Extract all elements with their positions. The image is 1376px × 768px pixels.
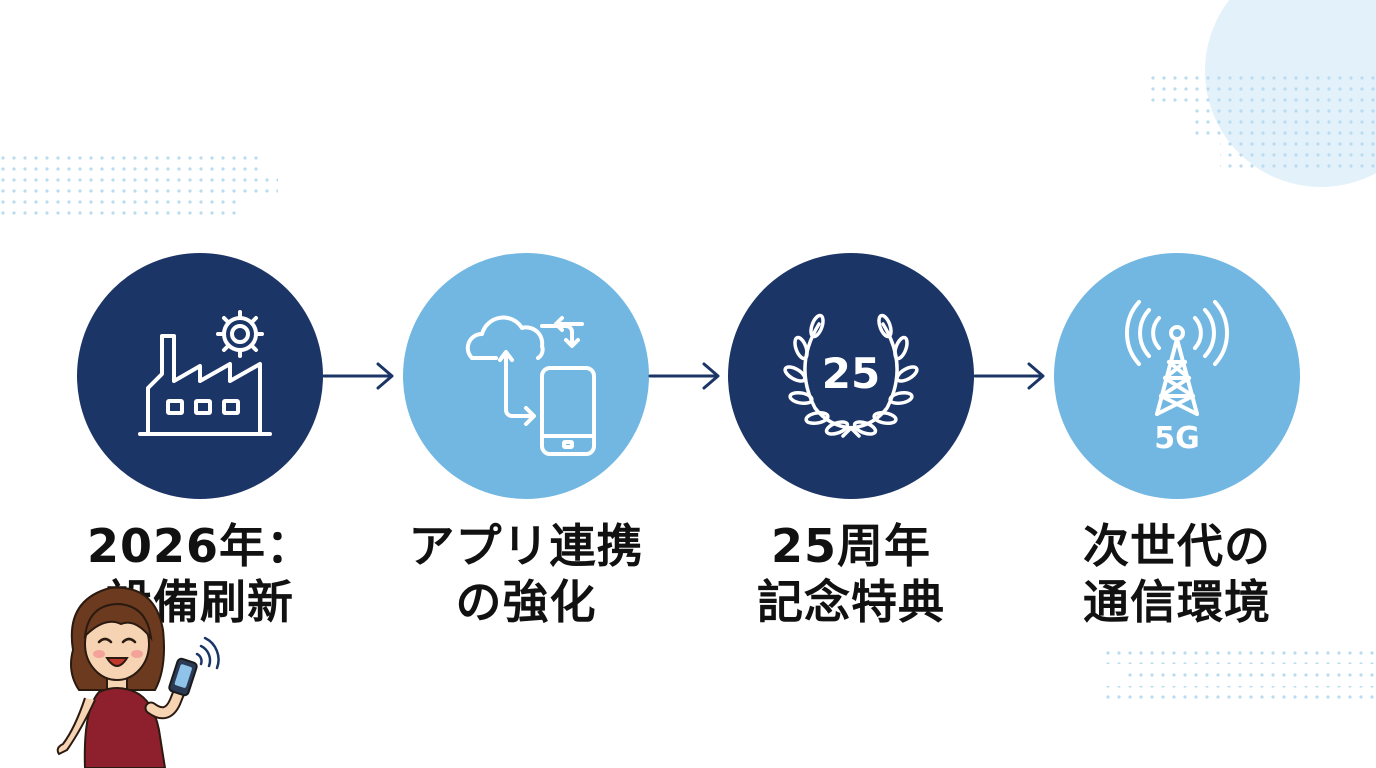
step-circle-1 [77, 253, 323, 499]
arrow-icon [322, 362, 394, 390]
step-label-4: 次世代の 通信環境 [1083, 519, 1271, 629]
5g-tower-icon: 5G [1125, 300, 1229, 456]
woman-with-phone-icon [56, 586, 220, 768]
step-circle-2 [403, 253, 649, 499]
step-circle-3: 25 [728, 253, 974, 499]
laurel-wreath-icon: 25 [783, 313, 919, 438]
cloud-phone-sync-icon [465, 315, 596, 456]
step-label-2: アプリ連携 の強化 [408, 519, 644, 629]
step-label-3: 25周年 記念特典 [757, 519, 945, 629]
5g-badge: 5G [1154, 421, 1200, 456]
factory-gear-icon [138, 310, 272, 436]
anniversary-badge: 25 [822, 349, 880, 398]
dot-pattern-left [0, 155, 278, 217]
arrow-icon [973, 362, 1045, 390]
step-circle-4: 5G [1054, 253, 1300, 499]
arrow-icon [648, 362, 720, 390]
dot-pattern-top-right [1150, 75, 1376, 171]
dot-pattern-bottom-right [1105, 650, 1376, 700]
